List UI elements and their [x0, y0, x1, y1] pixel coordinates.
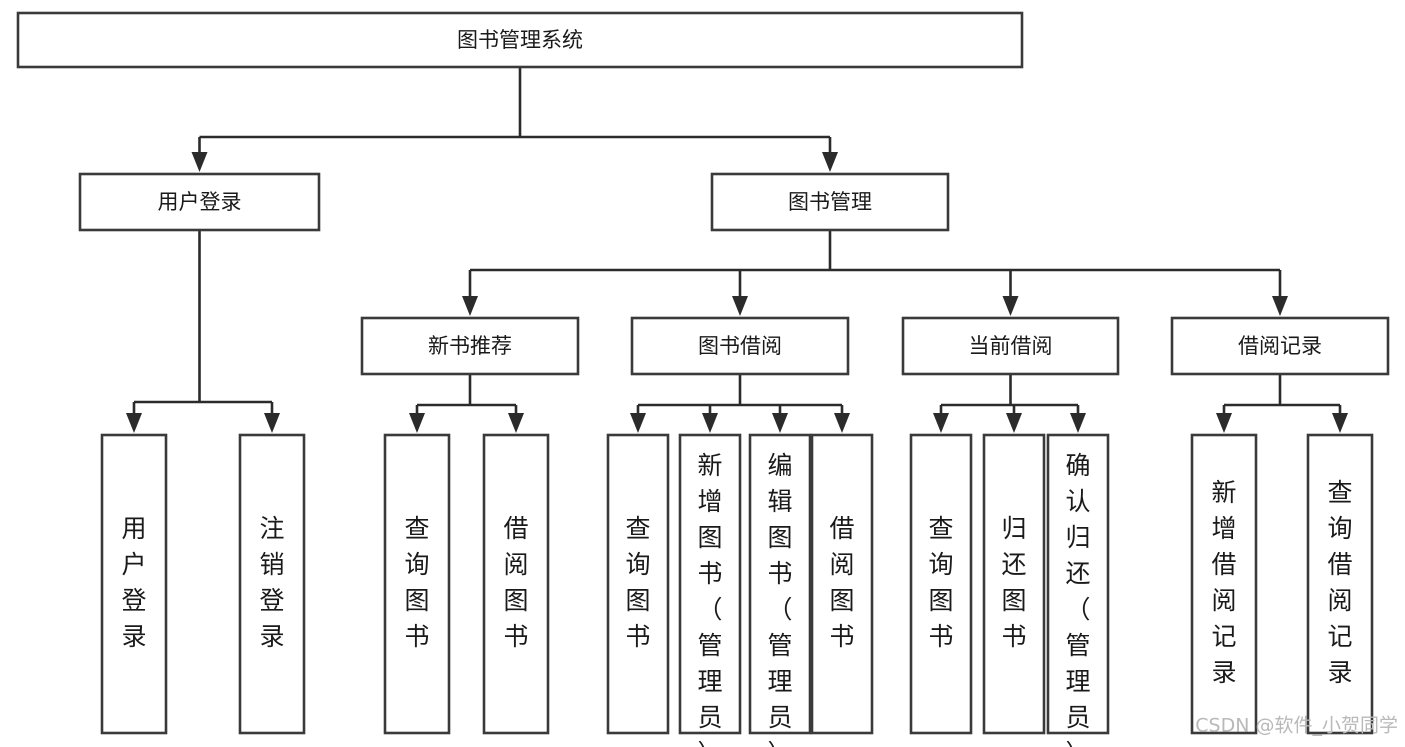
- arrowhead-icon: [822, 152, 838, 172]
- node-label: 图书管理系统: [457, 28, 583, 52]
- edge-group-new-book-recommend: [409, 374, 524, 433]
- node-label: 查询图书: [625, 514, 650, 651]
- arrowhead-icon: [933, 413, 949, 433]
- node-new-book-recommend[interactable]: 新书推荐: [360, 316, 580, 376]
- connector-edges: [126, 67, 1348, 433]
- arrowhead-icon: [508, 413, 524, 433]
- node-leaf-confirm-return[interactable]: 确认归还（管理员）: [1046, 433, 1110, 747]
- node-leaf-user-login[interactable]: 用户登录: [100, 433, 168, 735]
- node-label: 当前借阅: [969, 334, 1053, 358]
- arrowhead-icon: [191, 152, 208, 172]
- node-leaf-edit-book-admin[interactable]: 编辑图书（管理员）: [748, 433, 812, 747]
- node-leaf-return-book[interactable]: 归还图书: [982, 433, 1046, 735]
- node-label: 编辑图书（管理员）: [767, 451, 792, 747]
- diagram-nodes: 图书管理系统用户登录图书管理新书推荐图书借阅当前借阅借阅记录用户登录注销登录查询…: [16, 11, 1390, 747]
- node-leaf-add-borrow-record[interactable]: 新增借阅记录: [1190, 433, 1258, 735]
- node-label: 新书推荐: [428, 334, 512, 358]
- node-borrow-record[interactable]: 借阅记录: [1170, 316, 1390, 376]
- arrowhead-icon: [1006, 413, 1022, 433]
- node-user-login[interactable]: 用户登录: [78, 172, 321, 232]
- edge-group-book-borrow: [630, 374, 850, 433]
- node-book-manage[interactable]: 图书管理: [710, 172, 950, 232]
- node-label: 借阅记录: [1238, 334, 1322, 358]
- edge-group-book-manage: [462, 230, 1288, 316]
- node-leaf-query-book-borrow[interactable]: 查询图书: [606, 433, 670, 735]
- node-leaf-query-borrow-record[interactable]: 查询借阅记录: [1306, 433, 1374, 735]
- node-box: [78, 172, 321, 232]
- node-box: [909, 433, 973, 735]
- edge-group-user-login: [126, 230, 280, 433]
- node-box: [678, 433, 742, 735]
- node-box: [710, 172, 950, 232]
- arrowhead-icon: [1070, 413, 1086, 433]
- arrowhead-icon: [126, 413, 142, 433]
- node-label: 新增图书（管理员）: [697, 451, 722, 747]
- node-box: [901, 316, 1120, 376]
- arrowhead-icon: [264, 413, 280, 433]
- arrowhead-icon: [1216, 413, 1232, 433]
- node-leaf-add-book-admin[interactable]: 新增图书（管理员）: [678, 433, 742, 747]
- node-leaf-borrow-book[interactable]: 借阅图书: [810, 433, 874, 735]
- csdn-watermark: CSDN @软件_小贺同学: [1195, 715, 1398, 737]
- node-label: 查询图书: [928, 514, 953, 651]
- node-current-borrow[interactable]: 当前借阅: [901, 316, 1120, 376]
- edge-group-root: [191, 67, 838, 172]
- node-label: 借阅图书: [503, 514, 528, 651]
- arrowhead-icon: [702, 413, 718, 433]
- node-root[interactable]: 图书管理系统: [16, 11, 1024, 69]
- edge-group-current-borrow: [933, 374, 1086, 433]
- node-label: 注销登录: [259, 514, 284, 651]
- node-leaf-borrow-book-rec[interactable]: 借阅图书: [482, 433, 550, 735]
- node-label: 图书管理: [788, 190, 872, 214]
- node-book-borrow[interactable]: 图书借阅: [630, 316, 850, 376]
- edge-group-borrow-record: [1216, 374, 1348, 433]
- node-box: [482, 433, 550, 735]
- node-box: [982, 433, 1046, 735]
- node-box: [1170, 316, 1390, 376]
- arrowhead-icon: [630, 413, 646, 433]
- node-label: 用户登录: [158, 190, 242, 214]
- node-label: 用户登录: [121, 514, 146, 651]
- node-label: 确认归还（管理员）: [1065, 451, 1090, 747]
- node-label: 归还图书: [1001, 514, 1026, 651]
- node-leaf-query-book-current[interactable]: 查询图书: [909, 433, 973, 735]
- node-box: [383, 433, 451, 735]
- node-label: 图书借阅: [698, 334, 782, 358]
- arrowhead-icon: [409, 413, 425, 433]
- arrowhead-icon: [1002, 296, 1019, 316]
- node-box: [1046, 433, 1110, 735]
- node-box: [630, 316, 850, 376]
- node-leaf-logout[interactable]: 注销登录: [238, 433, 306, 735]
- arrowhead-icon: [772, 413, 788, 433]
- arrowhead-icon: [1332, 413, 1348, 433]
- node-box: [360, 316, 580, 376]
- node-box: [606, 433, 670, 735]
- node-box: [1306, 433, 1374, 735]
- node-box: [748, 433, 812, 735]
- node-label: 查询图书: [404, 514, 429, 651]
- arrowhead-icon: [834, 413, 850, 433]
- arrowhead-icon: [462, 296, 478, 316]
- node-label: 新增借阅记录: [1211, 478, 1236, 687]
- node-box: [1190, 433, 1258, 735]
- node-box: [238, 433, 306, 735]
- arrowhead-icon: [1272, 296, 1288, 316]
- node-box: [100, 433, 168, 735]
- node-label: 借阅图书: [829, 514, 854, 651]
- node-box: [16, 11, 1024, 69]
- node-label: 查询借阅记录: [1327, 478, 1352, 687]
- node-leaf-query-book-rec[interactable]: 查询图书: [383, 433, 451, 735]
- node-box: [810, 433, 874, 735]
- arrowhead-icon: [732, 296, 748, 316]
